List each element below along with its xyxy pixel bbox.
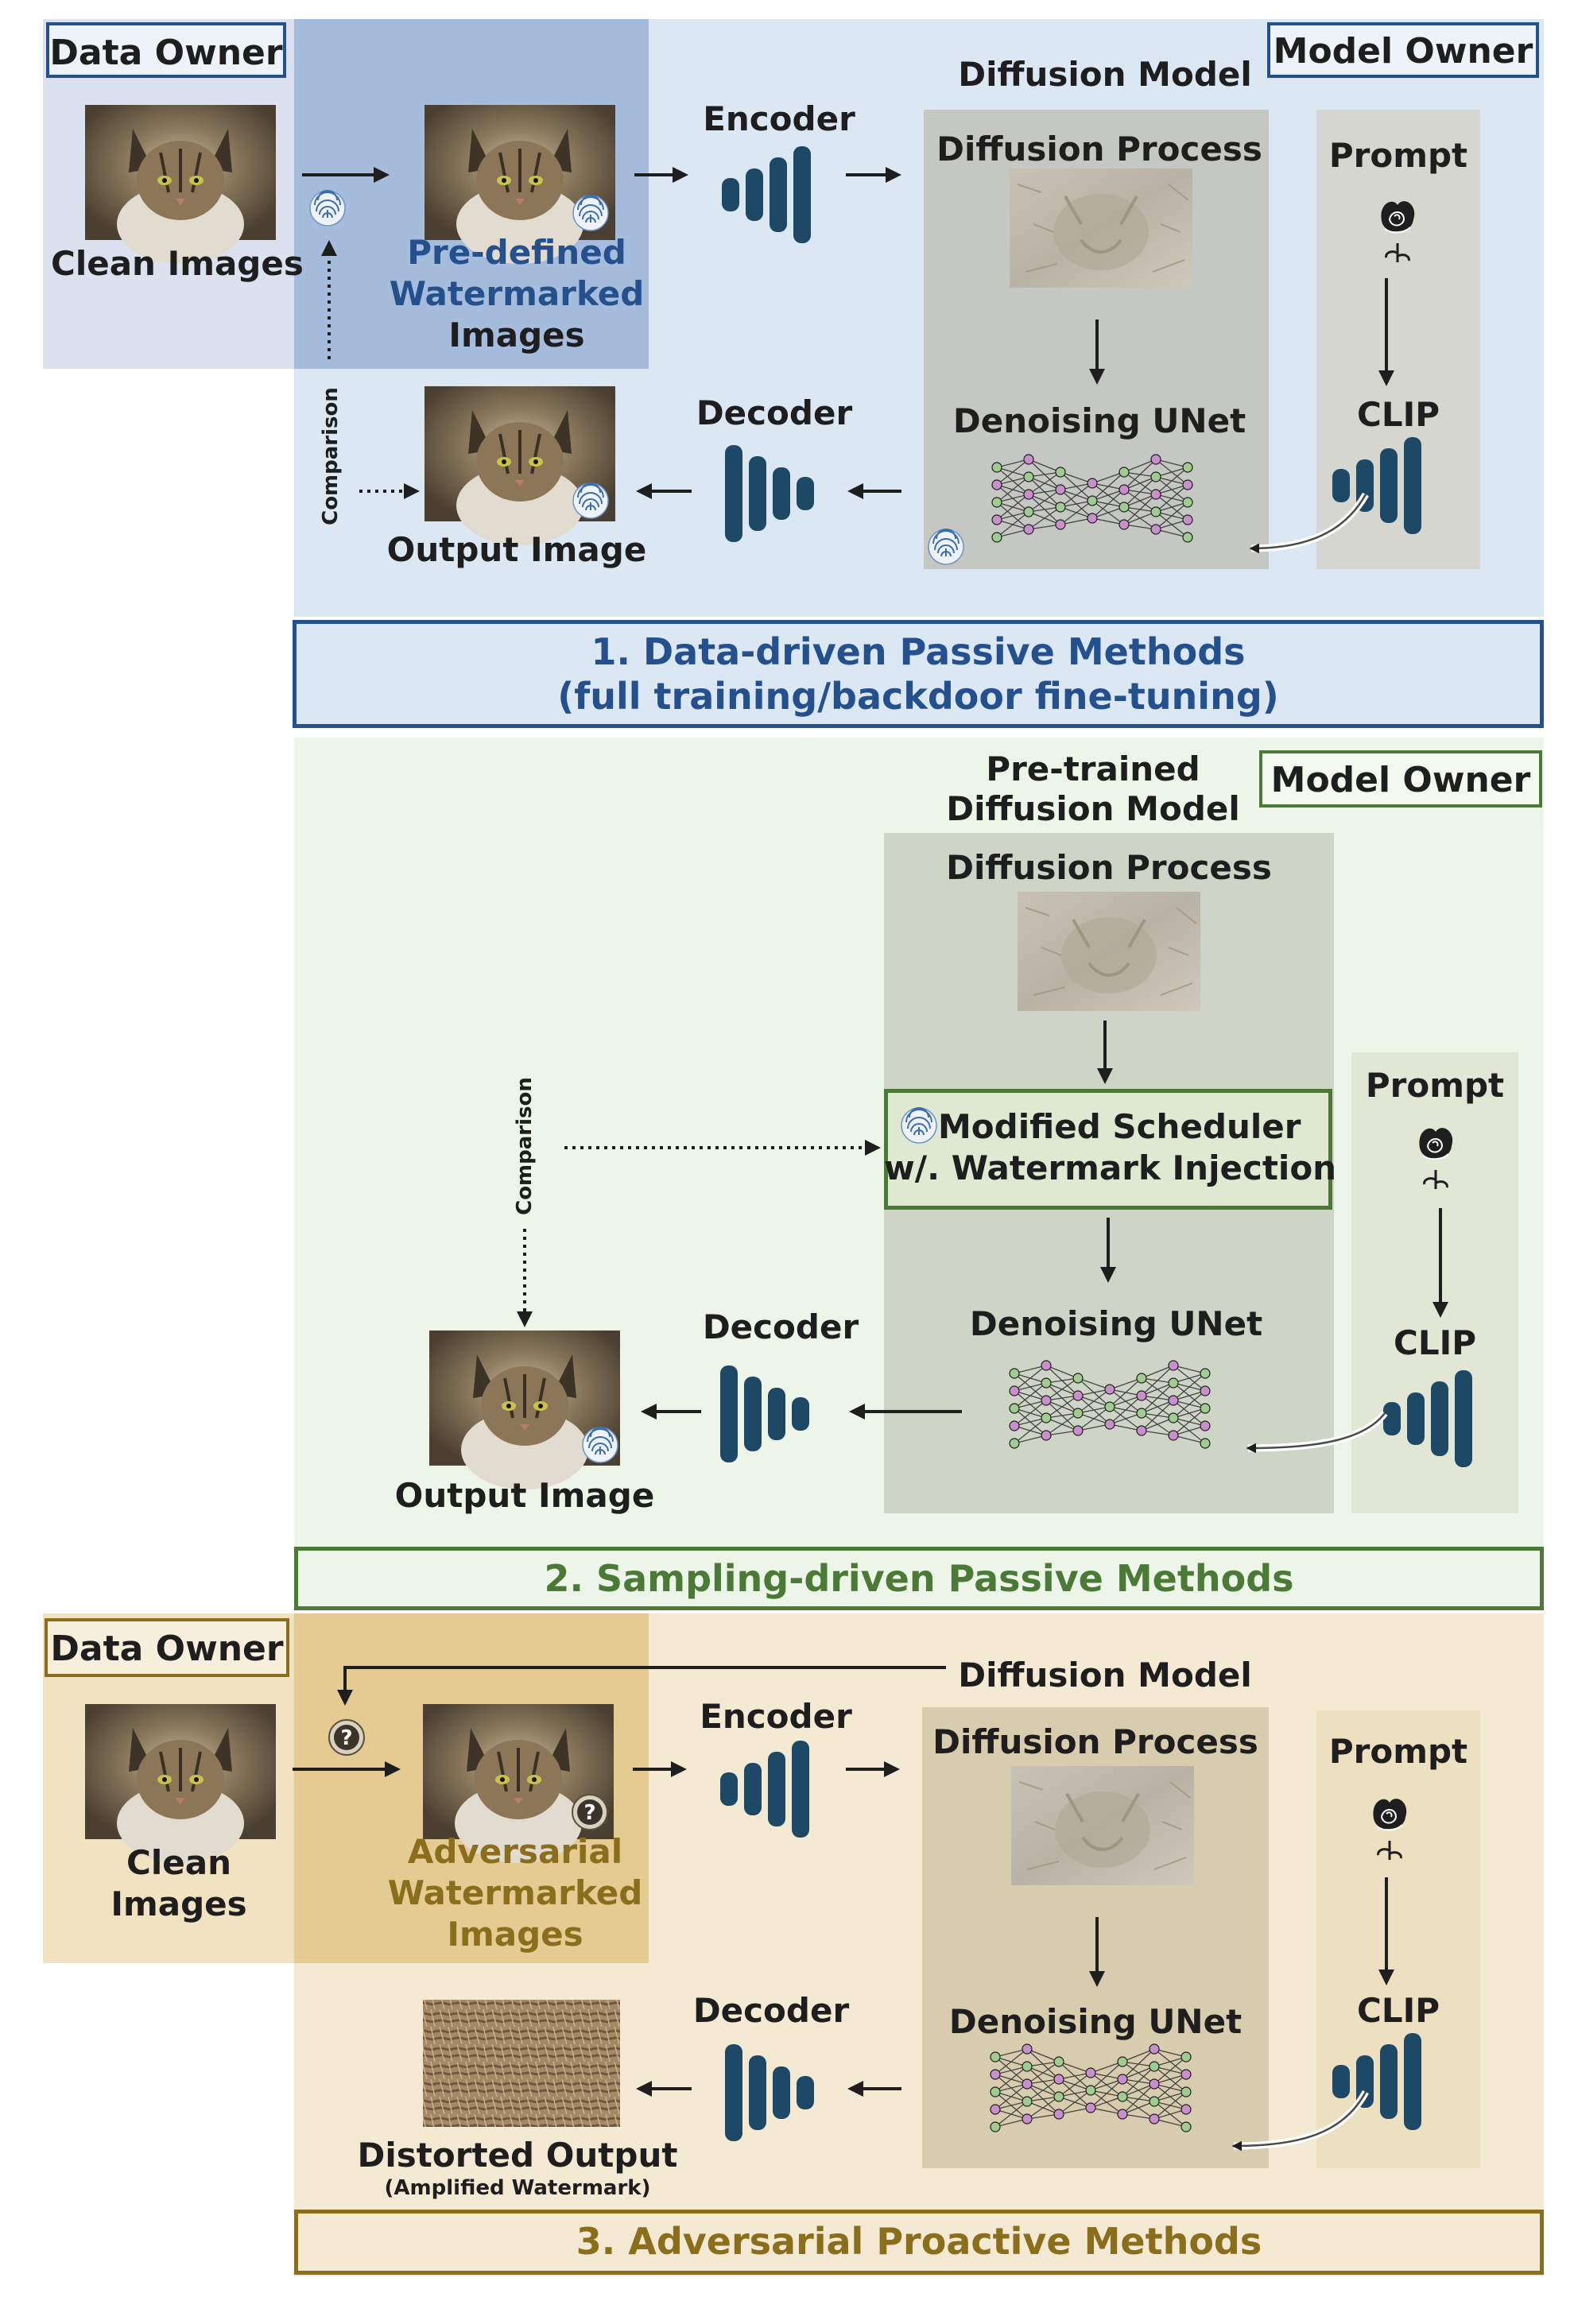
panel3-decoder-label: Decoder — [692, 1991, 850, 2030]
panel1-predefined-line3: Images — [448, 316, 585, 354]
encoder-blocks-icon — [720, 1741, 809, 1838]
panel1-diffusion-process-label: Diffusion Process — [936, 130, 1262, 168]
rose-icon — [1371, 1797, 1408, 1861]
decoder-blocks-icon — [720, 1365, 809, 1462]
panel3-amplified-label: (Amplified Watermark) — [384, 2176, 651, 2200]
panel1-title-line2: (full training/backdoor fine-tuning) — [557, 675, 1279, 718]
panel3-adversarial-line3: Images — [447, 1915, 583, 1954]
panel1-predefined-line2: Watermarked — [389, 274, 645, 313]
panel3-title-box — [294, 2210, 1544, 2275]
panel2-scheduler-line1: Modified Scheduler — [938, 1107, 1301, 1146]
fingerprint-icon — [582, 1427, 618, 1463]
fingerprint-icon — [901, 1107, 937, 1144]
panel1-comparison-text: Comparison — [319, 387, 343, 525]
panel3-clean-line2: Images — [110, 1884, 247, 1923]
panel1-decoder-label: Decoder — [696, 393, 853, 432]
panel3-clean-line1: Clean — [126, 1843, 231, 1882]
panel2-prompt-label: Prompt — [1365, 1066, 1505, 1105]
panel2-scheduler-line2: w/. Watermark Injection — [884, 1148, 1337, 1187]
panel3-distorted-output-label: Distorted Output — [357, 2136, 678, 2175]
diffusion-noise-image — [1010, 1764, 1196, 1887]
panel3-adversarial-line2: Watermarked — [387, 1873, 643, 1912]
panel1-clip-label: CLIP — [1357, 395, 1440, 434]
panel1-title-line1: 1. Data-driven Passive Methods — [591, 630, 1246, 673]
panel1-denoising-unet-label: Denoising UNet — [952, 401, 1246, 440]
panel2-comparison-text: Comparison — [513, 1077, 537, 1215]
panel2-clip-label: CLIP — [1394, 1323, 1476, 1362]
panel3-graphics — [83, 1666, 1421, 2152]
neural-network-icon — [990, 2043, 1192, 2132]
panel2-output-image-label: Output Image — [394, 1476, 655, 1515]
rose-icon — [1417, 1126, 1454, 1191]
panel1-title-box — [293, 620, 1544, 728]
panel1-output-image-label: Output Image — [386, 530, 647, 569]
panel3-title: 3. Adversarial Proactive Methods — [576, 2220, 1262, 2263]
panel3-adversarial-line1: Adversarial — [407, 1832, 623, 1871]
panel1-encoder-label: Encoder — [703, 99, 855, 138]
panel3-encoder-label: Encoder — [700, 1697, 852, 1736]
panel3-data-owner-label: Data Owner — [45, 1618, 289, 1677]
clip-blocks-icon — [1383, 1370, 1472, 1467]
panel1-prompt-label: Prompt — [1328, 136, 1468, 175]
panel1-data-owner-label: Data Owner — [46, 22, 286, 78]
question-mark-icon — [328, 1719, 365, 1756]
panel2-pretrained-line1: Pre-trained — [986, 749, 1200, 788]
panel2-diffusion-process-label: Diffusion Process — [946, 848, 1272, 887]
output-cat-image — [428, 1329, 622, 1491]
panel3-denoising-unet-label: Denoising UNet — [948, 2002, 1243, 2041]
panel2-scheduler-box — [884, 1089, 1332, 1210]
question-mark-icon — [572, 1794, 608, 1830]
panel3-diffusion-process-label: Diffusion Process — [932, 1722, 1258, 1761]
panel1-graphics: Comparison — [83, 103, 1421, 565]
panel2-graphics: Comparison — [428, 890, 1472, 1491]
distorted-texture-image — [423, 2000, 620, 2127]
panel2-title: 2. Sampling-driven Passive Methods — [544, 1557, 1294, 1600]
panel2-pretrained-line2: Diffusion Model — [946, 789, 1240, 828]
panel1-model-owner-label: Model Owner — [1267, 22, 1539, 78]
panel1-diffusion-model-label: Diffusion Model — [958, 55, 1252, 94]
panel1-predefined-line1: Pre-defined — [407, 233, 626, 272]
panel2-model-owner-label: Model Owner — [1259, 750, 1542, 808]
panel3-prompt-label: Prompt — [1328, 1732, 1468, 1771]
panel3-diffusion-model-label: Diffusion Model — [958, 1656, 1252, 1695]
panel3-clip-label: CLIP — [1357, 1991, 1440, 2030]
decoder-blocks-icon — [725, 2044, 814, 2141]
panel1-clean-images-label: Clean Images — [51, 244, 304, 283]
diffusion-noise-image — [1016, 890, 1202, 1013]
panel2-decoder-label: Decoder — [702, 1307, 859, 1346]
panel2-title-box — [294, 1547, 1544, 1610]
neural-network-icon — [1009, 1360, 1211, 1449]
panel2-denoising-unet-label: Denoising UNet — [969, 1304, 1263, 1343]
clean-cat-image — [83, 1702, 277, 1865]
